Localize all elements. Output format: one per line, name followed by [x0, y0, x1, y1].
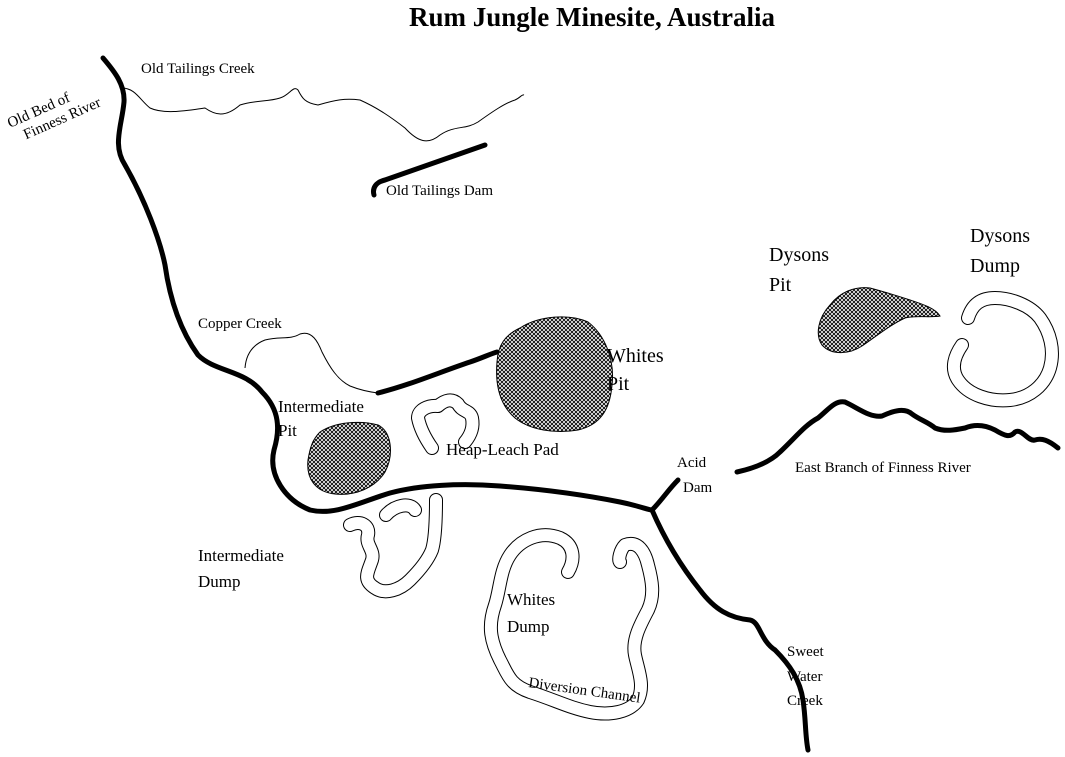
whites-pit-label-line2: Pit: [607, 373, 630, 395]
intermediate-dump-label-line1: Intermediate: [198, 546, 284, 565]
sweet-water-creek: [649, 507, 811, 753]
old-bed-finness-river: [100, 55, 655, 514]
old-tailings-dam: [371, 142, 488, 198]
copper-creek: [244, 332, 379, 394]
dysons-pit-label-line1: Dysons: [769, 244, 829, 266]
whites-pit: [496, 316, 614, 432]
acid-dam-label-line2: Dam: [683, 480, 712, 496]
intermediate-dump-label-line2: Dump: [198, 572, 241, 591]
old-bed-label: Old Bed of Finness River: [5, 90, 103, 143]
old-tailings-dam-label: Old Tailings Dam: [386, 183, 493, 199]
intermediate-pit: [307, 421, 391, 495]
dysons-pit: [817, 287, 941, 354]
acid-dam-label-line1: Acid: [677, 455, 707, 471]
map-title: Rum Jungle Minesite, Australia: [409, 2, 776, 32]
intermediate-pit-label-line1: Intermediate: [278, 397, 364, 416]
old-tailings-creek: [121, 87, 525, 142]
sweet-water-label-line3: Creek: [787, 693, 823, 709]
whites-dump-label-line1: Whites: [507, 590, 555, 609]
heap-leach-drain: [375, 349, 500, 396]
heap-leach-pad-label: Heap-Leach Pad: [446, 440, 559, 459]
copper-creek-label: Copper Creek: [198, 316, 282, 332]
dysons-dump-label-line2: Dump: [970, 255, 1020, 277]
east-branch-finness-river: [734, 399, 1061, 475]
dysons-pit-label-line2: Pit: [769, 274, 792, 296]
dysons-dump: [946, 291, 1059, 408]
acid-dam-channel: [649, 477, 681, 513]
dysons-dump-label-line1: Dysons: [970, 225, 1030, 247]
intermediate-pit-label-line2: Pit: [278, 421, 297, 440]
old-tailings-creek-label: Old Tailings Creek: [141, 61, 255, 77]
heap-leach-pad: [411, 393, 480, 455]
sweet-water-label-line1: Sweet: [787, 644, 824, 660]
east-branch-label: East Branch of Finness River: [795, 460, 971, 476]
sweet-water-label-line2: Water: [787, 669, 822, 685]
whites-pit-label-line1: Whites: [607, 345, 664, 367]
whites-dump-label-line2: Dump: [507, 617, 550, 636]
intermediate-dump: [343, 493, 443, 599]
whites-dump: [483, 528, 660, 721]
